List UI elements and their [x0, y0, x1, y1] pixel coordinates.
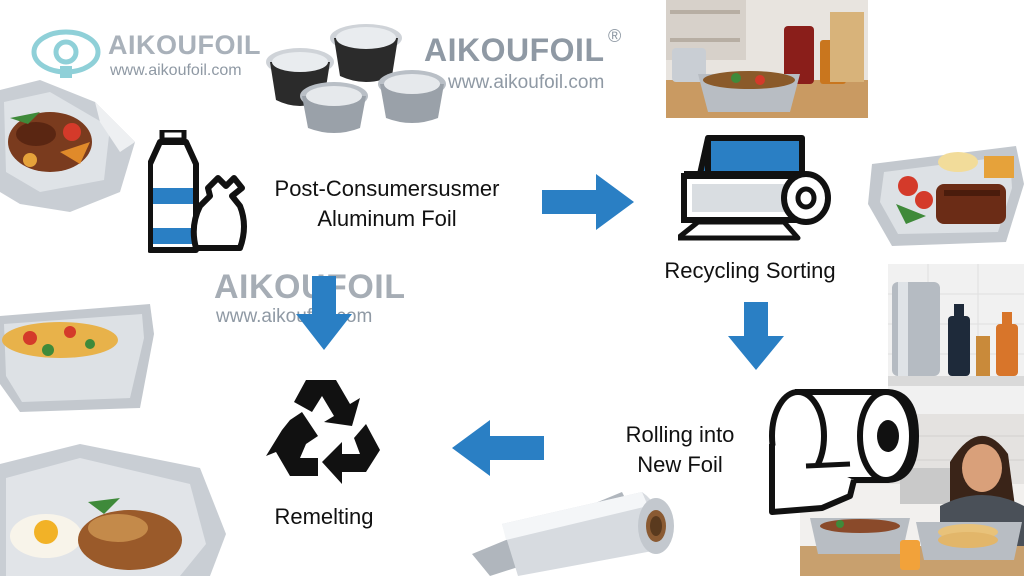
- watermark-logo-block: AIKOUFOIL www.aikoufoil.com: [30, 24, 261, 84]
- foil-roll-icon: [769, 389, 920, 515]
- step-label-rolling: Rolling into New Foil: [600, 420, 760, 480]
- step-label-line: Rolling into: [625, 422, 735, 447]
- step-label-line: Post-Consumersusmer: [274, 176, 500, 201]
- step-label-sorting: Recycling Sorting: [664, 258, 836, 283]
- bottle-and-bag-icon: [148, 130, 247, 253]
- foil-wrapped-meal-photo: [0, 80, 135, 212]
- foil-roll-machine-icon: [678, 135, 831, 241]
- foil-tray-steak-photo: [868, 146, 1024, 246]
- foil-tray-pasta-photo: [0, 304, 154, 412]
- watermark-brand: AIKOUFOIL: [108, 30, 261, 60]
- step-label-remelting: Remelting: [274, 504, 374, 529]
- watermark-url: www.aikoufoil.com: [448, 72, 605, 93]
- brand-logo-icon: [31, 29, 101, 78]
- step-label-post-consumer: Post-Consumersusmer Aluminum Foil: [246, 174, 528, 234]
- round-foil-cups-photo: [266, 24, 446, 133]
- step-label-line: Aluminum Foil: [317, 206, 457, 231]
- kitchen-counter-photo: [666, 0, 868, 118]
- step-label-line: New Foil: [637, 452, 723, 477]
- recycle-icon: [266, 380, 380, 484]
- foil-roll-photo: [472, 492, 674, 576]
- arrow-left-icon: [452, 420, 544, 476]
- watermark-brand: AIKOUFOIL: [424, 32, 605, 68]
- foil-breakfast-photo: [0, 444, 226, 576]
- watermark-brand: AIKOUFOIL: [214, 268, 406, 306]
- watermark-url: www.aikoufoil.com: [110, 62, 242, 79]
- registered-mark: ®: [608, 26, 622, 46]
- arrow-down-icon: [728, 302, 784, 370]
- arrow-right-icon: [542, 174, 634, 230]
- watermark-center: AIKOUFOIL ® www.aikoufoil.com: [424, 26, 634, 94]
- kitchen-shelf-photo: [888, 264, 1024, 414]
- arrow-down-icon: [296, 276, 352, 350]
